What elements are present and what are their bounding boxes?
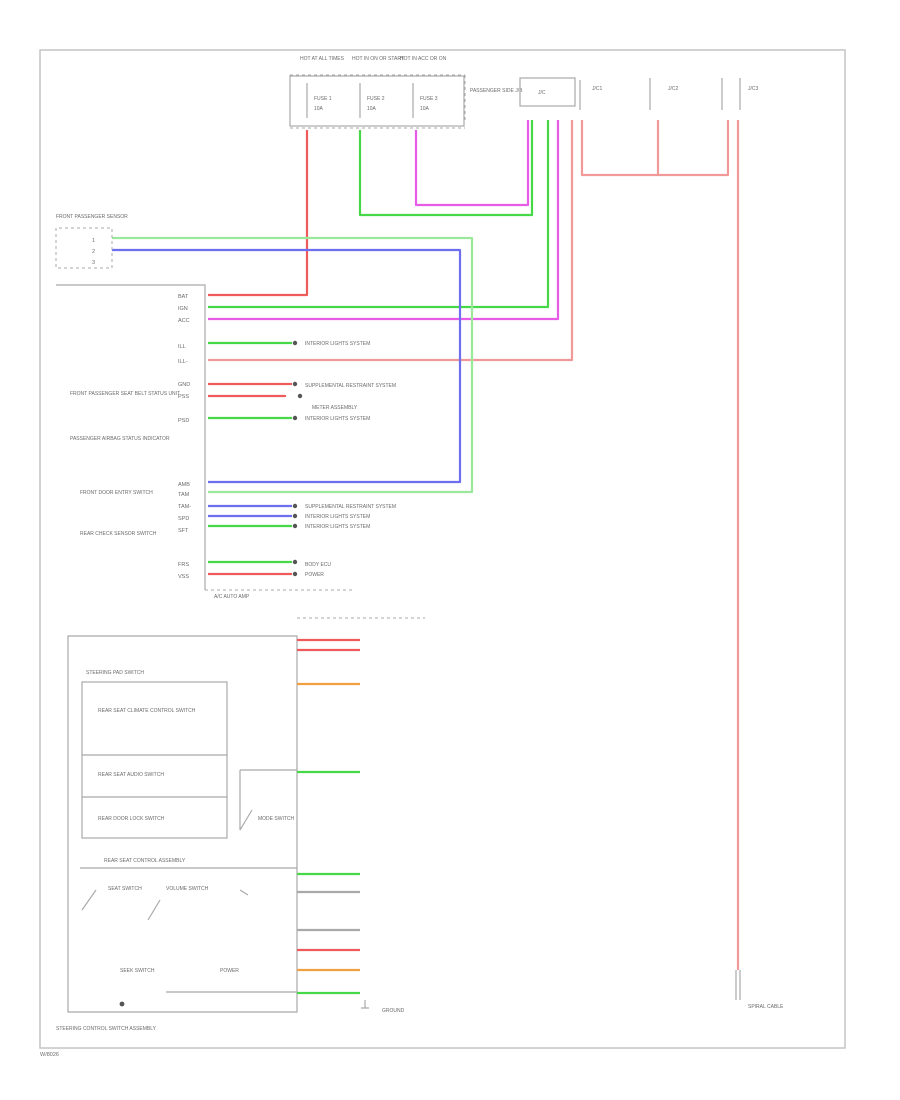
row-vss: VSS: [178, 574, 189, 580]
dest-7: INTERIOR LIGHTS SYSTEM: [305, 524, 370, 530]
sub-block-2: REAR SEAT AUDIO SWITCH: [98, 772, 164, 778]
row-ill-minus: ILL-: [178, 359, 188, 365]
row-spd: SPD: [178, 516, 189, 522]
dest-3: METER ASSEMBLY: [312, 405, 358, 411]
row-ill: ILL: [178, 344, 186, 350]
diagram-frame: [39, 49, 846, 1049]
wire-magenta-2: [208, 120, 560, 321]
destination-wires: INTERIOR LIGHTS SYSTEM SUPPLEMENTAL REST…: [208, 340, 396, 578]
combo-label: REAR SEAT CONTROL ASSEMBLY: [104, 858, 186, 864]
row-bat: BAT: [178, 294, 189, 300]
wire-red-bat: [208, 130, 309, 297]
row-amb: AMB: [178, 482, 190, 488]
fuse-3-name: FUSE 3: [420, 96, 438, 102]
sensor-title: FRONT PASSENGER SENSOR: [56, 214, 128, 220]
control-unit-name: A/C AUTO AMP: [214, 594, 250, 600]
row-pss: PSS: [178, 394, 189, 400]
row-acc: ACC: [178, 318, 190, 324]
spiral-label: SPIRAL CABLE: [748, 1004, 784, 1010]
fuse-2-rating: 10A: [367, 106, 377, 112]
jc-label: J/C: [538, 90, 546, 96]
fuse-3-rating: 10A: [420, 106, 430, 112]
fuse-1-rating: 10A: [314, 106, 324, 112]
switch-seat: SEAT SWITCH: [108, 886, 142, 892]
fuse-label-3: HOT IN ACC OR ON: [400, 56, 447, 62]
bottom-label: STEERING CONTROL SWITCH ASSEMBLY: [56, 1026, 157, 1032]
sub-block-1: REAR SEAT CLIMATE CONTROL SWITCH: [98, 708, 196, 714]
group-airbag: PASSENGER AIRBAG STATUS INDICATOR: [70, 436, 170, 442]
wire-magenta-acc: [414, 120, 530, 207]
group-seat-belt: FRONT PASSENGER SEAT BELT STATUS UNIT: [70, 391, 180, 397]
wire-lightgreen-sensor: [112, 236, 474, 494]
wire-green-ign: [358, 120, 534, 217]
row-psd: PSD: [178, 418, 189, 424]
dest-1: INTERIOR LIGHTS SYSTEM: [305, 341, 370, 347]
row-tam: TAM: [178, 492, 190, 498]
lower-unit-title: STEERING PAD SWITCH: [86, 670, 144, 676]
ground-label: GROUND: [382, 1008, 405, 1014]
wire-green-2: [208, 120, 550, 309]
passenger-junction-block: HOT AT ALL TIMES HOT IN ON OR START HOT …: [289, 56, 523, 129]
top-junction-connectors: J/C J/C1 J/C2 J/C3: [519, 77, 759, 110]
wire-pink-jc: [580, 120, 730, 177]
wire-blue-sensor: [112, 248, 462, 484]
control-unit: A/C AUTO AMP BAT IGN ACC ILL ILL- GND PS…: [56, 284, 355, 600]
jc2-label: J/C2: [668, 86, 679, 92]
row-sft: SFT: [178, 528, 189, 534]
sub-block-3: REAR DOOR LOCK SWITCH: [98, 816, 165, 822]
fuse-2-name: FUSE 2: [367, 96, 385, 102]
wire-pink-ill: [208, 120, 574, 362]
group-door-entry: FRONT DOOR ENTRY SWITCH: [80, 490, 153, 496]
row-gnd: GND: [178, 382, 190, 388]
fuse-label-2: HOT IN ON OR START: [352, 56, 404, 62]
switch-mode: MODE SWITCH: [258, 816, 294, 822]
switch-power: POWER: [220, 968, 239, 974]
dest-4: INTERIOR LIGHTS SYSTEM: [305, 416, 370, 422]
sensor-pin-2: 2: [92, 249, 95, 255]
row-tam-minus: TAM-: [178, 504, 191, 510]
spiral-cable: SPIRAL CABLE: [735, 970, 784, 1010]
switch-volume: VOLUME SWITCH: [166, 886, 209, 892]
sensor-pin-3: 3: [92, 260, 95, 266]
wires: [112, 120, 740, 970]
steering-control-assembly: STEERING PAD SWITCH REAR SEAT CLIMATE CO…: [56, 617, 425, 1032]
dest-6: INTERIOR LIGHTS SYSTEM: [305, 514, 370, 520]
fuse-1-name: FUSE 1: [314, 96, 332, 102]
group-rear-check: REAR CHECK SENSOR SWITCH: [80, 531, 157, 537]
footer-code: W/8026: [40, 1052, 59, 1058]
passenger-jb-label: PASSENGER SIDE J/B: [470, 88, 523, 94]
row-ign: IGN: [178, 306, 188, 312]
dest-8: BODY ECU: [305, 562, 331, 568]
dest-9: POWER: [305, 572, 324, 578]
dest-5: SUPPLEMENTAL RESTRAINT SYSTEM: [305, 504, 396, 510]
sensor-pin-1: 1: [92, 238, 95, 244]
front-passenger-sensor: FRONT PASSENGER SENSOR 1 2 3: [55, 214, 128, 269]
switch-seek: SEEK SWITCH: [120, 968, 155, 974]
fuse-label-1: HOT AT ALL TIMES: [300, 56, 345, 62]
dest-2: SUPPLEMENTAL RESTRAINT SYSTEM: [305, 383, 396, 389]
jc1-label: J/C1: [592, 86, 603, 92]
jc3-label: J/C3: [748, 86, 759, 92]
row-frs: FRS: [178, 562, 189, 568]
